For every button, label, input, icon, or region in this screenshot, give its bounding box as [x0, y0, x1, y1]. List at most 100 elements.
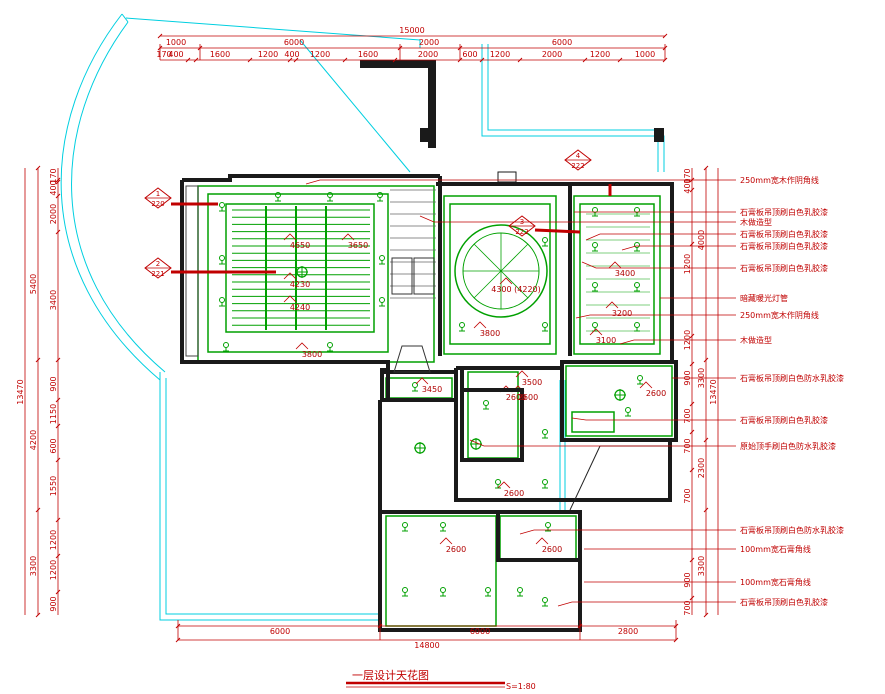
- dim-tick: [55, 457, 61, 463]
- dimension-value: 700: [683, 438, 692, 453]
- garden-outline-inner: [165, 378, 380, 615]
- downlight-icon: [219, 255, 225, 265]
- round-spoke-1: [500, 270, 529, 299]
- wall-0: [180, 180, 390, 402]
- dimension-value: 700: [683, 408, 692, 423]
- dimension-value: 4000: [697, 230, 706, 250]
- dim-tick: [689, 241, 695, 247]
- dimension-value: 3300: [29, 556, 38, 576]
- dim-tick: [157, 33, 163, 39]
- dim-tick: [689, 467, 695, 473]
- dim-tick: [457, 57, 463, 63]
- dim-tick: [55, 517, 61, 523]
- stair-box-b: [413, 257, 435, 295]
- dimension-value: 1200: [49, 560, 58, 580]
- height-marker-icon: [439, 537, 453, 545]
- dim-tick: [55, 193, 61, 199]
- dimension-value: 700: [683, 600, 692, 615]
- height-marker-icon: [415, 377, 429, 385]
- height-marker-icon: [283, 233, 297, 241]
- room-height: 3800: [302, 350, 322, 359]
- dimension-value: 13470: [16, 379, 25, 404]
- dim-tick: [55, 589, 61, 595]
- wall-5: [560, 360, 678, 442]
- dimension-value: 1000: [635, 50, 655, 59]
- downlight-icon: [634, 282, 640, 292]
- room-height: 3400: [615, 269, 635, 278]
- dimension-value: 1200: [683, 254, 692, 274]
- court-outline-outer: [481, 44, 665, 172]
- section-tag-icon: [144, 257, 276, 279]
- dim-tick: [175, 637, 181, 643]
- dim-tick: [689, 333, 695, 339]
- dimension-value: 6000: [284, 38, 304, 47]
- dimension-value: 600: [462, 50, 477, 59]
- wall-1: [182, 174, 440, 182]
- downlight-icon: [402, 522, 408, 532]
- dim-tick: [703, 437, 709, 443]
- downlight-icon: [542, 597, 548, 607]
- stair-landing: [393, 345, 431, 373]
- room-height: 3500: [522, 378, 542, 387]
- dimension-value: 1200: [258, 50, 278, 59]
- dimension-value: 1000: [166, 38, 186, 47]
- downlight-icon: [542, 429, 548, 439]
- downlight-icon: [634, 207, 640, 217]
- pillar-top: [360, 60, 436, 68]
- dimension-value: 5400: [29, 274, 38, 294]
- leader-line: [557, 601, 736, 607]
- material-note: 石膏板吊顶刷白色乳胶漆: [740, 207, 828, 217]
- downlight-icon: [327, 342, 333, 352]
- dim-tick: [479, 57, 485, 63]
- dimension-value: 1200: [49, 530, 58, 550]
- dimension-value: 2800: [618, 627, 638, 636]
- leader-line: [619, 339, 736, 345]
- dimension-value: 600: [49, 438, 58, 453]
- dimension-value: 3300: [697, 368, 706, 388]
- height-marker-icon: [497, 481, 511, 489]
- dimension-value: 3400: [49, 290, 58, 310]
- wall-10: [496, 512, 580, 562]
- downlight-icon: [275, 192, 281, 202]
- pendant-lamp-icon: [414, 442, 426, 454]
- material-note: 石膏板吊顶刷白色乳胶漆: [740, 241, 828, 251]
- dim-tick: [193, 57, 199, 63]
- downlight-icon: [495, 479, 501, 489]
- dim-tick: [35, 357, 41, 363]
- room-height: 2600: [446, 545, 466, 554]
- downlight-icon: [440, 522, 446, 532]
- material-note: 石膏板吊顶刷白色乳胶漆: [740, 597, 828, 607]
- downlight-icon: [517, 587, 523, 597]
- room-height: 3650: [348, 241, 368, 250]
- height-marker-icon: [605, 301, 619, 309]
- ceiling-frame-2: [225, 203, 375, 333]
- material-note: 石膏板吊顶刷白色乳胶漆: [740, 263, 828, 273]
- material-note: 暗藏暖光灯管: [740, 293, 788, 303]
- pendant-lamp-icon: [296, 266, 308, 278]
- stair-diagonal: [569, 445, 601, 511]
- dim-tick: [703, 357, 709, 363]
- room-height: 3450: [422, 385, 442, 394]
- dimension-value: 6000: [270, 627, 290, 636]
- dimension-value: 4200: [29, 430, 38, 450]
- dim-tick: [55, 423, 61, 429]
- terrace-end: [121, 13, 129, 23]
- room-height: 4650: [290, 241, 310, 250]
- dim-tick: [617, 57, 623, 63]
- dimension-value: 1200: [590, 50, 610, 59]
- pendant-lamp-icon: [614, 389, 626, 401]
- dimension-value: 13470: [709, 379, 718, 404]
- height-marker-icon: [295, 342, 309, 350]
- dim-tick: [689, 361, 695, 367]
- downlight-icon: [379, 255, 385, 265]
- dimension-value: 2300: [697, 458, 706, 478]
- height-marker-icon: [283, 295, 297, 303]
- downlight-icon: [634, 242, 640, 252]
- leader-line: [581, 261, 736, 269]
- downlight-icon: [483, 400, 489, 410]
- downlight-icon: [625, 407, 631, 417]
- dimension-value: 170: [156, 50, 171, 59]
- material-note: 100mm宽石膏角线: [740, 544, 811, 554]
- height-marker-icon: [589, 328, 603, 336]
